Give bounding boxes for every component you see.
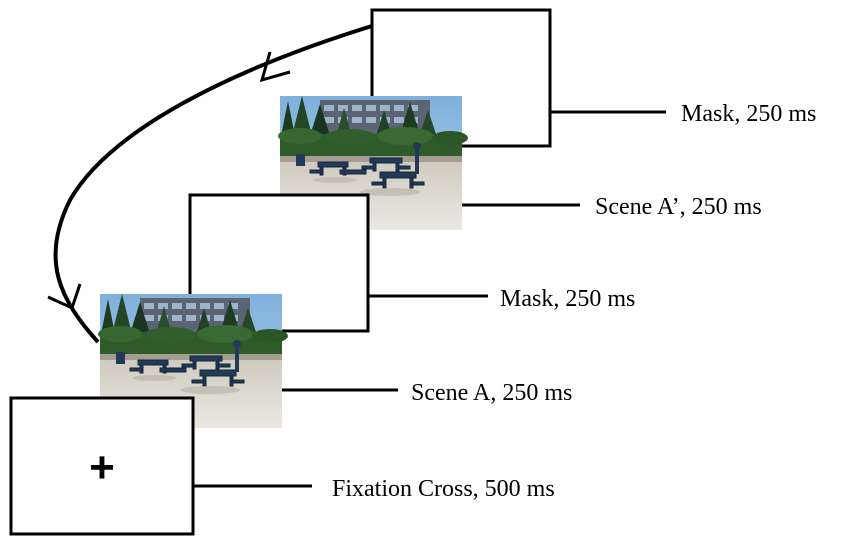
label-scene-a-prime: Scene A’, 250 ms — [595, 194, 762, 220]
label-mask-mid: Mask, 250 ms — [500, 286, 635, 312]
label-fixation: Fixation Cross, 500 ms — [332, 476, 555, 502]
fixation-cross: + — [89, 443, 115, 492]
label-scene-a: Scene A, 250 ms — [411, 380, 572, 406]
arrowhead-upper — [259, 51, 291, 83]
label-mask-top: Mask, 250 ms — [681, 101, 816, 127]
fixation-frame — [9, 396, 195, 536]
arrowhead-lower — [47, 283, 82, 311]
